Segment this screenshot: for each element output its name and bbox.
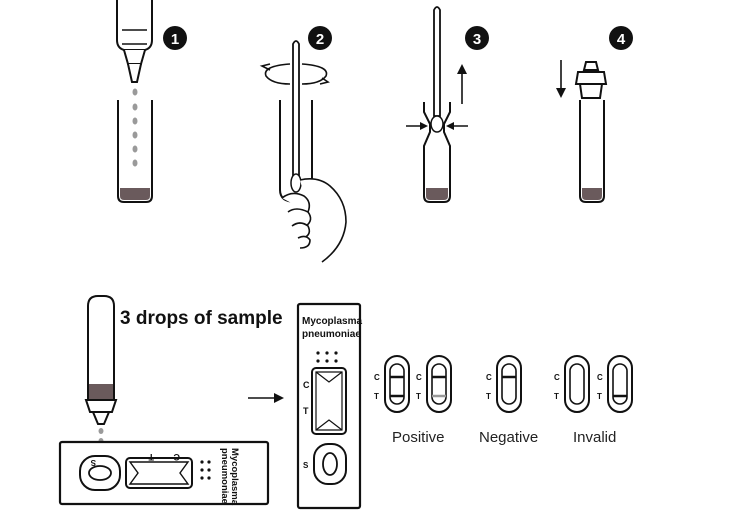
dropper-bottle-icon [116, 0, 153, 83]
result-label-positive: Positive [392, 429, 445, 446]
step-1: 1 [116, 0, 187, 203]
step-2: 2 [259, 26, 347, 263]
dropper-cap-icon [574, 61, 608, 99]
cassette-title-line1: Mycoplasma [302, 316, 362, 327]
strip-label-c: C [554, 373, 560, 382]
strip-label-c: C [597, 373, 603, 382]
rotate-arrow-icon [259, 63, 330, 85]
label-t: T [148, 452, 154, 462]
sample-drops [132, 88, 138, 167]
cassette-dots [200, 460, 211, 480]
down-arrow-icon [556, 60, 566, 98]
step-4-number: 4 [617, 31, 626, 48]
result-strip: C T [597, 355, 633, 413]
label-s: S [90, 458, 96, 467]
result-label-negative: Negative [479, 429, 538, 446]
squeeze-arrow-icon [406, 122, 468, 130]
result-strip: C T [374, 355, 410, 413]
swab-icon [290, 40, 302, 193]
vertical-label-s: S [303, 461, 309, 470]
strip-label-t: T [597, 392, 602, 401]
step-3-number: 3 [473, 31, 481, 48]
cassette-vertical: Mycoplasma pneumoniae C T S [296, 302, 362, 510]
extraction-tube-icon [579, 100, 605, 203]
step-4: 4 [556, 26, 633, 203]
result-positive: C T C T Positive [374, 355, 452, 446]
strip-label-t: T [416, 392, 421, 401]
up-arrow-icon [457, 64, 467, 104]
result-strip: C T [486, 355, 522, 413]
cassette-dots [316, 351, 338, 363]
right-arrow-icon [248, 393, 284, 403]
result-negative: C T Negative [479, 355, 538, 446]
swab-icon [430, 6, 444, 133]
strip-label-t: T [554, 392, 559, 401]
vertical-label-c: C [303, 380, 310, 390]
step-3: 3 [406, 6, 489, 203]
strip-label-t: T [374, 392, 379, 401]
step-4-badge [609, 26, 633, 50]
dropper-tube-icon [84, 295, 118, 425]
strip-label-c: C [486, 373, 492, 382]
cassette-horizontal: S T C Mycoplasma pneumoniae [58, 440, 270, 506]
sample-application: 3 drops of sample S T C [58, 295, 283, 506]
result-label-invalid: Invalid [573, 429, 616, 446]
step-1-number: 1 [171, 31, 179, 48]
vertical-label-t: T [303, 406, 309, 416]
result-strip: C T [554, 355, 590, 413]
cassette-name-line1: Mycoplasma [229, 448, 240, 506]
step-2-number: 2 [316, 31, 324, 48]
hand-icon [281, 178, 347, 263]
extraction-tube-icon [117, 100, 153, 203]
sample-instruction: 3 drops of sample [120, 308, 283, 329]
strip-label-c: C [374, 373, 380, 382]
strip-label-t: T [486, 392, 491, 401]
result-invalid: C T C T Invalid [554, 355, 633, 446]
step-2-badge [308, 26, 332, 50]
result-strip: C T [416, 355, 452, 413]
step-3-badge [465, 26, 489, 50]
cassette-title-line2: pneumoniae [302, 329, 361, 340]
step-1-badge [163, 26, 187, 50]
extraction-tube-icon [423, 102, 451, 203]
strip-label-c: C [416, 373, 422, 382]
cassette-name-line2: pneumoniae [219, 448, 230, 504]
label-c: C [173, 452, 180, 462]
